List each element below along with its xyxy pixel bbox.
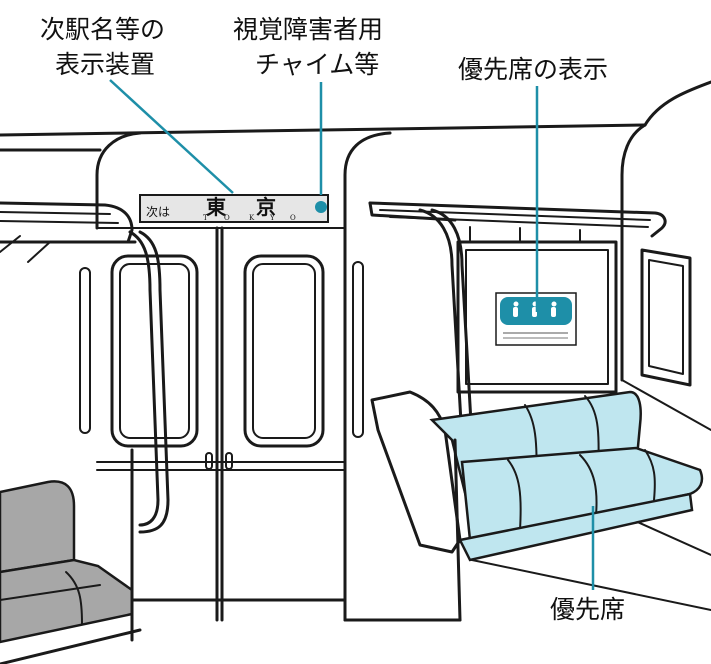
sign-romaji-0: T xyxy=(203,214,208,222)
leader-display xyxy=(109,79,234,194)
sign-romaji-1: O xyxy=(224,214,230,222)
label-display-line1: 次駅名等の xyxy=(40,15,165,44)
sign-romaji-4: O xyxy=(290,214,296,222)
left-stanchion xyxy=(128,230,170,534)
sign-station-char-2: 京 xyxy=(256,195,276,219)
door-handles xyxy=(205,452,233,470)
sign-romaji-2: K xyxy=(249,214,255,222)
callout-lines xyxy=(109,79,595,590)
floor-lines xyxy=(343,559,711,622)
chime-device xyxy=(315,201,327,213)
label-priority-sign: 優先席の表示 xyxy=(458,55,608,84)
label-chime-line2: チャイム等 xyxy=(255,50,379,79)
right-stanchion xyxy=(418,208,474,442)
sign-prefix: 次は xyxy=(146,205,170,219)
far-window xyxy=(640,248,692,387)
left-luggage-rack xyxy=(0,201,137,263)
label-chime-line1: 視覚障害者用 xyxy=(233,15,383,44)
seat-partition xyxy=(370,390,462,554)
sign-station-char-1: 東 xyxy=(206,195,226,219)
grab-bars xyxy=(79,261,364,438)
priority-seat-bench xyxy=(429,390,704,622)
labels: 次駅名等の 表示装置 視覚障害者用 チャイム等 優先席の表示 優先席 xyxy=(40,15,625,624)
left-seat xyxy=(0,448,142,664)
station-display-panel: 次は 東 京 T O K Y O xyxy=(139,194,329,223)
label-priority-seat: 優先席 xyxy=(550,595,625,624)
sign-romaji-3: Y xyxy=(269,214,275,222)
door-frame xyxy=(95,131,392,622)
label-display-line2: 表示装置 xyxy=(55,50,155,79)
